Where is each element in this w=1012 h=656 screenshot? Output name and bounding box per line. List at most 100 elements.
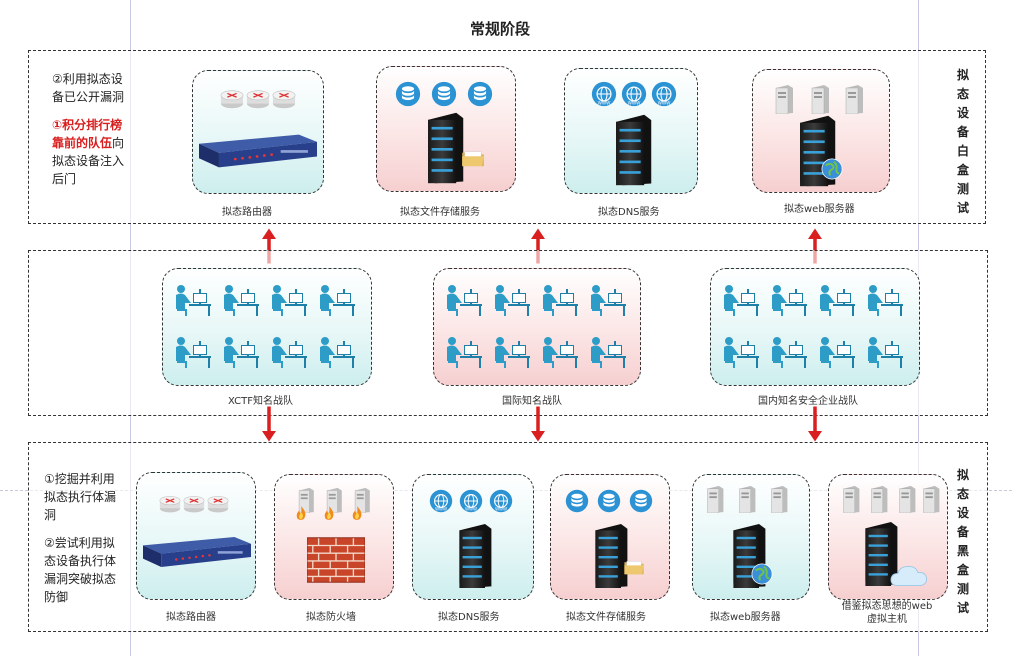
team-domestic-panel bbox=[710, 268, 920, 386]
blackbox-router-caption: 拟态路由器 bbox=[166, 612, 216, 623]
person-at-computer-icon bbox=[221, 335, 261, 369]
arrow-down-icon bbox=[531, 406, 545, 442]
router-pod-icon bbox=[246, 89, 270, 109]
blackbox-vhost-caption: 借鉴拟态思想的web虚拟主机 bbox=[841, 601, 933, 625]
person-at-computer-icon bbox=[721, 283, 761, 317]
team-xctf-caption: XCTF知名战队 bbox=[228, 396, 293, 407]
globe-icon bbox=[751, 563, 773, 585]
person-at-computer-icon bbox=[221, 283, 261, 317]
folder-icon bbox=[461, 149, 485, 167]
router-device-icon bbox=[143, 535, 251, 569]
whitebox-router-caption: 拟态路由器 bbox=[222, 207, 272, 218]
fire-icon bbox=[295, 505, 307, 521]
router-pod-icon bbox=[207, 495, 229, 513]
folder-icon bbox=[623, 559, 645, 575]
whitebox-web-caption: 拟态web服务器 bbox=[784, 204, 855, 215]
arrow-down-icon bbox=[808, 406, 822, 442]
team-international-panel bbox=[433, 268, 641, 386]
person-at-computer-icon bbox=[492, 283, 532, 317]
person-at-computer-icon bbox=[721, 335, 761, 369]
whitebox-note-backdoor-highlight: ①积分排行榜靠前的队伍 bbox=[52, 118, 123, 150]
router-pod-icon bbox=[159, 495, 181, 513]
server-icon bbox=[421, 111, 465, 185]
router-pod-icon bbox=[183, 495, 205, 513]
whitebox-storage-caption: 拟态文件存储服务 bbox=[400, 207, 480, 218]
blackbox-note-exploit: ①挖掘并利用拟态执行体漏洞 bbox=[44, 472, 117, 522]
tower-server-icon bbox=[769, 485, 789, 513]
blackbox-router-panel bbox=[136, 472, 256, 600]
person-at-computer-icon bbox=[173, 283, 213, 317]
whitebox-note-backdoor: ①积分排行榜靠前的队伍向拟态设备注入后门 bbox=[52, 116, 134, 188]
tower-server-icon bbox=[705, 485, 725, 513]
person-at-computer-icon bbox=[588, 283, 628, 317]
whitebox-side-label: 拟态设备白盒测试 bbox=[956, 68, 969, 215]
person-at-computer-icon bbox=[817, 335, 857, 369]
person-at-computer-icon bbox=[817, 283, 857, 317]
www-globe-icon bbox=[429, 489, 453, 513]
person-at-computer-icon bbox=[492, 335, 532, 369]
team-xctf-panel bbox=[162, 268, 372, 386]
tower-server-icon bbox=[897, 485, 917, 513]
team-domestic-caption: 国内知名安全企业战队 bbox=[758, 396, 858, 407]
person-at-computer-icon bbox=[444, 335, 484, 369]
blackbox-web-panel bbox=[692, 474, 810, 600]
www-globe-icon bbox=[621, 81, 647, 107]
tower-server-icon bbox=[921, 485, 941, 513]
www-globe-icon bbox=[459, 489, 483, 513]
person-at-computer-icon bbox=[269, 335, 309, 369]
router-pod-icon bbox=[220, 89, 244, 109]
router-pod-icon bbox=[272, 89, 296, 109]
blackbox-firewall-caption: 拟态防火墙 bbox=[306, 612, 356, 623]
blackbox-dns-panel bbox=[412, 474, 534, 600]
person-at-computer-icon bbox=[865, 283, 905, 317]
person-at-computer-icon bbox=[769, 335, 809, 369]
server-icon bbox=[453, 521, 493, 591]
whitebox-storage-panel bbox=[376, 66, 516, 192]
tower-server-icon bbox=[841, 485, 861, 513]
person-at-computer-icon bbox=[173, 335, 213, 369]
database-icon bbox=[431, 81, 457, 107]
person-at-computer-icon bbox=[317, 283, 357, 317]
whitebox-router-panel bbox=[192, 70, 324, 194]
blackbox-side-label: 拟态设备黑盒测试 bbox=[956, 468, 969, 615]
person-at-computer-icon bbox=[588, 335, 628, 369]
person-at-computer-icon bbox=[444, 283, 484, 317]
www-globe-icon bbox=[591, 81, 617, 107]
tower-server-icon bbox=[737, 485, 757, 513]
fire-icon bbox=[323, 505, 335, 521]
person-at-computer-icon bbox=[865, 335, 905, 369]
person-at-computer-icon bbox=[269, 283, 309, 317]
tower-server-icon bbox=[809, 84, 831, 114]
tower-server-icon bbox=[773, 84, 795, 114]
database-icon bbox=[565, 489, 589, 513]
blackbox-vhost-panel bbox=[828, 474, 948, 600]
www-globe-icon bbox=[489, 489, 513, 513]
person-at-computer-icon bbox=[317, 335, 357, 369]
database-icon bbox=[467, 81, 493, 107]
whitebox-dns-caption: 拟态DNS服务 bbox=[598, 207, 660, 218]
fire-icon bbox=[351, 505, 363, 521]
arrow-down-icon bbox=[262, 406, 276, 442]
whitebox-note-public-vuln: ②利用拟态设备已公开漏洞 bbox=[52, 72, 125, 104]
blackbox-firewall-panel bbox=[274, 474, 394, 600]
team-international-caption: 国际知名战队 bbox=[502, 396, 562, 407]
server-icon bbox=[609, 113, 653, 187]
database-icon bbox=[629, 489, 653, 513]
blackbox-storage-caption: 拟态文件存储服务 bbox=[566, 612, 646, 623]
whitebox-dns-panel bbox=[564, 68, 698, 194]
blackbox-storage-panel bbox=[550, 474, 670, 600]
blackbox-note-breakthrough: ②尝试利用拟态设备执行体漏洞突破拟态防御 bbox=[44, 536, 117, 604]
person-at-computer-icon bbox=[769, 283, 809, 317]
router-device-icon bbox=[199, 131, 317, 171]
person-at-computer-icon bbox=[540, 335, 580, 369]
whitebox-notes: ②利用拟态设备已公开漏洞 ①积分排行榜靠前的队伍向拟态设备注入后门 bbox=[52, 70, 134, 198]
person-at-computer-icon bbox=[540, 283, 580, 317]
blackbox-dns-caption: 拟态DNS服务 bbox=[438, 612, 500, 623]
whitebox-note-backdoor-rest: 向拟态设备注入后门 bbox=[52, 136, 125, 186]
blackbox-web-caption: 拟态web服务器 bbox=[710, 612, 781, 623]
globe-icon bbox=[821, 158, 843, 180]
server-icon bbox=[589, 521, 629, 591]
whitebox-web-panel bbox=[752, 69, 890, 193]
blackbox-notes: ①挖掘并利用拟态执行体漏洞 ②尝试利用拟态设备执行体漏洞突破拟态防御 bbox=[44, 470, 116, 616]
page-title: 常规阶段 bbox=[470, 20, 531, 38]
